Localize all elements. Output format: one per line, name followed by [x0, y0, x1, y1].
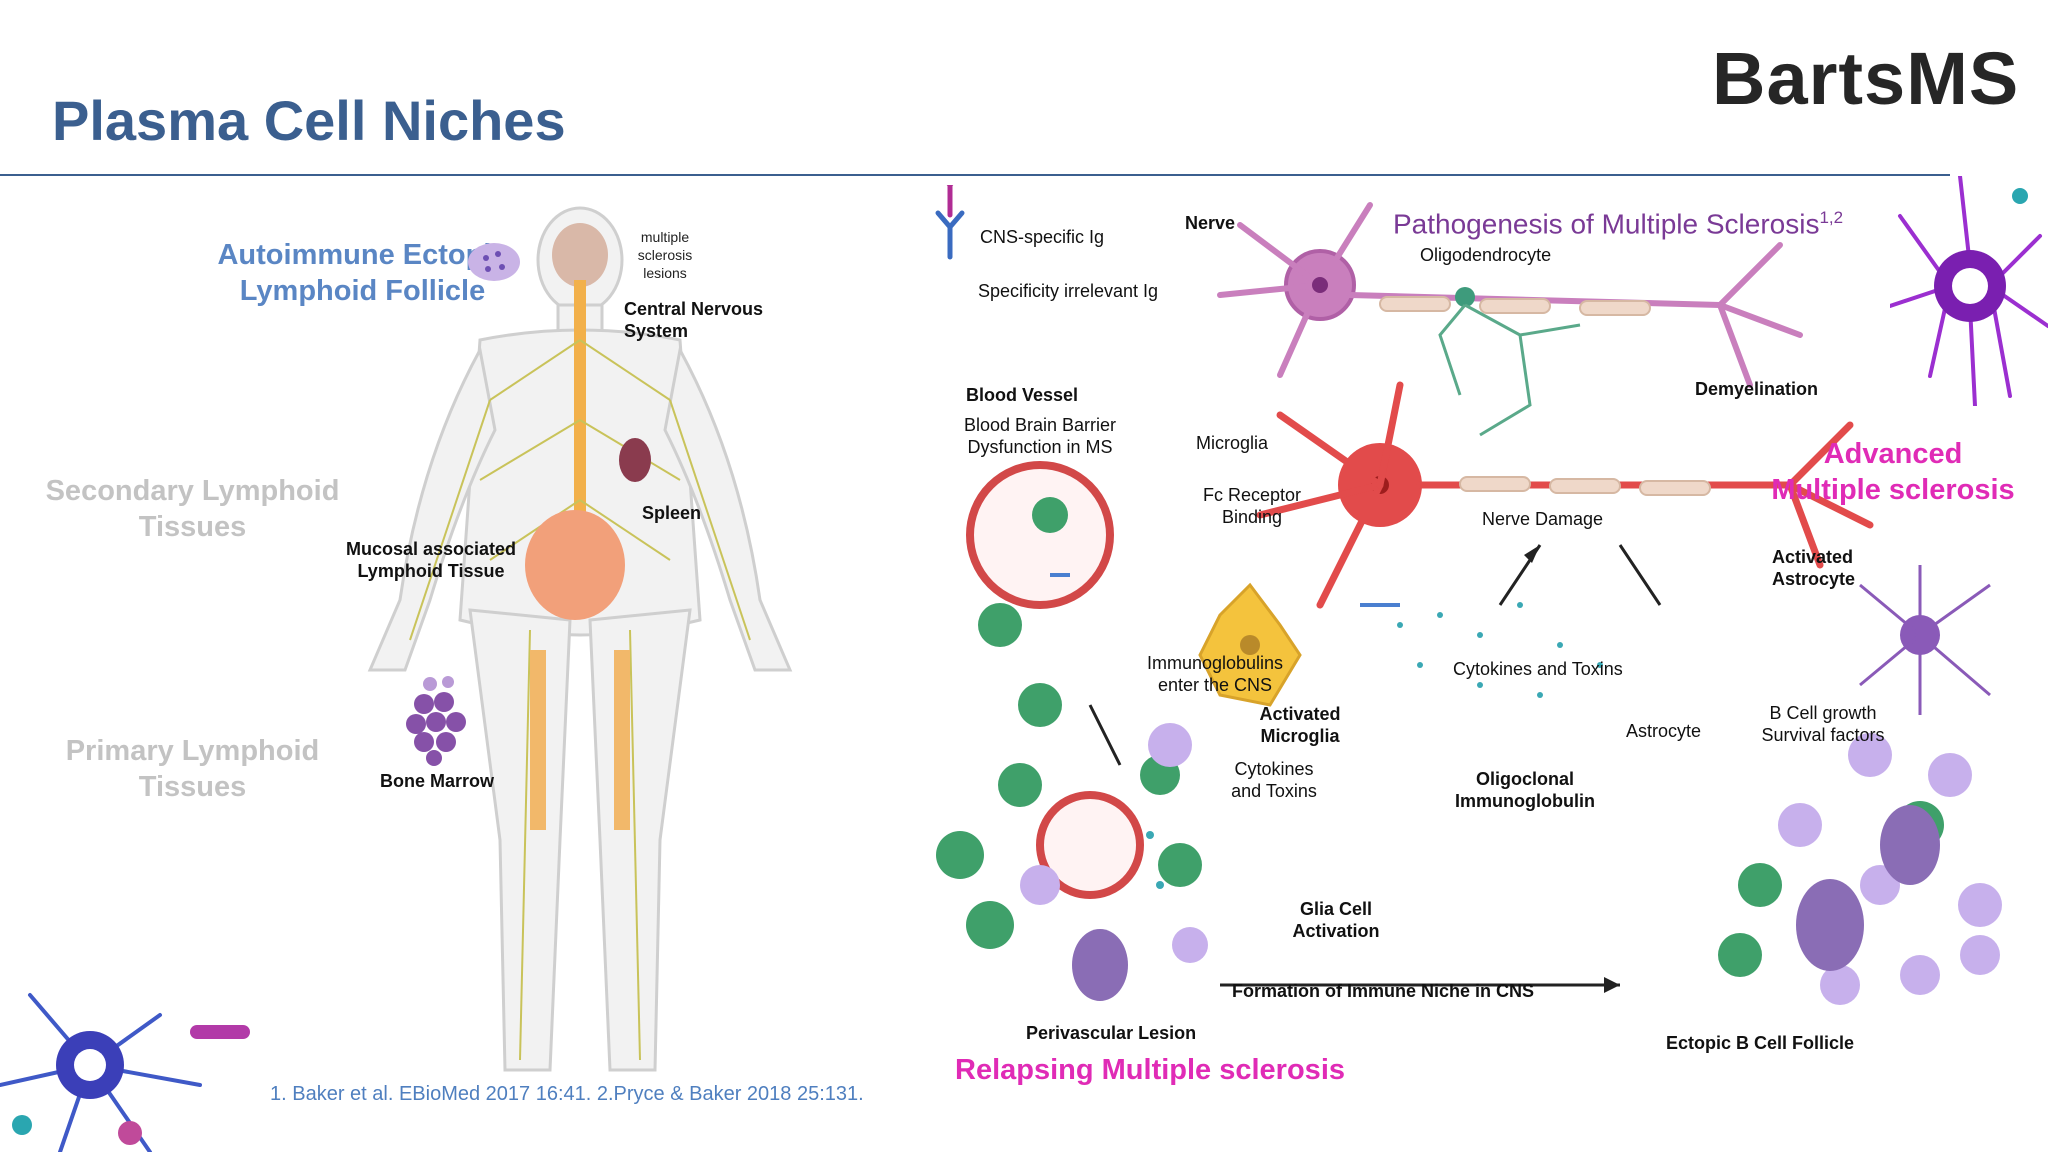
- label-activated-astrocyte: Activated Astrocyte: [1772, 547, 1856, 589]
- decorative-neuron-top-right: [1890, 176, 2048, 406]
- label-nerve: Nerve: [1185, 213, 1236, 233]
- ms-pathogenesis-figure: [935, 185, 2002, 1005]
- label-bcell-growth: B Cell growth Survival factors: [1761, 703, 1885, 745]
- bone-marrow-cells: [406, 676, 466, 766]
- label-ms-lesions: multiple sclerosis lesions: [637, 229, 693, 281]
- ms-title-text: Pathogenesis of Multiple Sclerosis: [1393, 208, 1820, 240]
- label-relapsing-ms: Relapsing Multiple sclerosis: [955, 1054, 1345, 1086]
- follicle-icon: [468, 243, 520, 281]
- label-malt: Mucosal associated Lymphoid Tissue: [345, 539, 517, 581]
- label-blood-vessel: Blood Vessel: [966, 385, 1079, 405]
- label-microglia: Microglia: [1196, 433, 1269, 453]
- legend-cns-specific-ig: CNS-specific Ig: [980, 227, 1105, 247]
- label-autoimmune-follicle: Autoimmune Ectopic Lymphoid Follicle: [217, 239, 508, 307]
- ms-title-refs: 1,2: [1819, 208, 1844, 227]
- label-ectopic-follicle: Ectopic B Cell Follicle: [1666, 1033, 1855, 1053]
- reference-citation: 1. Baker et al. EBioMed 2017 16:41. 2.Pr…: [270, 1083, 864, 1105]
- label-advanced-ms: Advanced Multiple sclerosis: [1771, 438, 2015, 506]
- human-body-figure: [367, 206, 793, 1072]
- label-secondary-lymphoid: Secondary Lymphoid Tissues: [45, 475, 340, 543]
- label-ig-enter-cns: Immunoglobulins enter the CNS: [1146, 653, 1284, 695]
- decorative-neuron-bottom-left: [0, 993, 250, 1152]
- label-perivascular-lesion: Perivascular Lesion: [1026, 1023, 1197, 1043]
- bartsms-logo: BartsMS: [1712, 37, 2020, 120]
- label-demyelination: Demyelination: [1695, 379, 1819, 399]
- legend-irrelevant-ig: Specificity irrelevant Ig: [978, 281, 1159, 301]
- label-oligoclonal-ig: Oligoclonal Immunoglobulin: [1455, 769, 1595, 811]
- label-bone-marrow: Bone Marrow: [380, 771, 495, 791]
- label-primary-lymphoid: Primary Lymphoid Tissues: [65, 735, 320, 803]
- label-fc-receptor: Fc Receptor Binding: [1202, 485, 1302, 527]
- label-spleen: Spleen: [642, 503, 702, 523]
- label-activated-microglia: Activated Microglia: [1259, 704, 1341, 746]
- label-oligodendrocyte: Oligodendrocyte: [1420, 245, 1552, 265]
- ms-diagram-title: Pathogenesis of Multiple Sclerosis1,2: [1393, 208, 1843, 240]
- label-astrocyte: Astrocyte: [1626, 721, 1702, 741]
- label-cytokines-toxins: Cytokines and Toxins: [1453, 659, 1623, 679]
- slide-title: Plasma Cell Niches: [52, 89, 566, 152]
- label-cytokines-toxins-2: Cytokines and Toxins: [1231, 759, 1317, 801]
- label-nerve-damage: Nerve Damage: [1482, 509, 1604, 529]
- label-immune-niche: Formation of Immune Niche in CNS: [1232, 981, 1535, 1001]
- label-glia-activation: Glia Cell Activation: [1292, 899, 1380, 941]
- title-divider: [0, 174, 1950, 176]
- label-cns: Central Nervous System: [624, 299, 764, 341]
- label-bbb-dysfunction: Blood Brain Barrier Dysfunction in MS: [963, 415, 1117, 457]
